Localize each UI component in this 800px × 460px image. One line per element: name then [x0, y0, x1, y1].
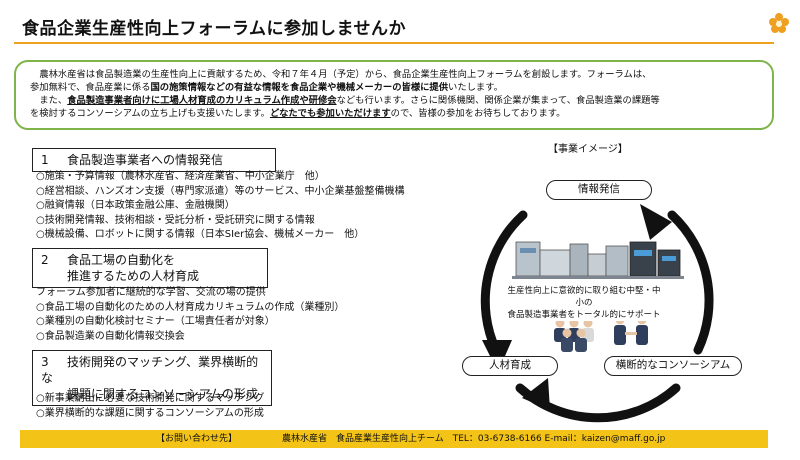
intro-line-1: 農林水産省は食品製造業の生産性向上に貢献するため、令和７年４月（予定）から、食品…	[39, 69, 652, 80]
page-title: 食品企業生産性向上フォーラムに参加しませんか	[22, 19, 406, 39]
factory-machines-icon	[512, 241, 684, 279]
list-item: ○技術開発情報、技術相談・受託分析・受託研究に関する情報	[36, 214, 315, 226]
list-item: ○融資情報（日本政策金融公庫、金融機関）	[36, 200, 235, 211]
node-information: 情報発信	[546, 180, 652, 200]
list-item: ○新事業創出に必要な技術開発に関するマッチング	[36, 393, 265, 404]
ring-arc-right	[667, 210, 714, 355]
arrow-head-icon	[640, 204, 672, 240]
node-training: 人材育成	[462, 356, 558, 376]
list-item: ○施策・予算情報（農林水産省、経済産業省、中小企業庁 他）	[36, 171, 325, 182]
list-item: ○経営相談、ハンズオン支援（専門家派遣）等のサービス、中小企業基盤整備機構	[36, 185, 405, 197]
contact-label: 【お問い合わせ先】	[156, 434, 238, 444]
arrow-head-icon	[522, 378, 550, 410]
list-item: ○食品製造業の自動化情報交換会	[36, 330, 185, 342]
list-item: ○食品工場の自動化のための人材育成カリキュラムの作成（業種別）	[36, 301, 345, 313]
list-item: ○機械設備、ロボットに関する情報（日本SIer協会、機械メーカー 他）	[36, 229, 365, 240]
section-1-items: ○施策・予算情報（農林水産省、経済産業省、中小企業庁 他） ○経営相談、ハンズオ…	[36, 170, 405, 243]
intro-line-2: 参加無料で、食品産業に係る国の施策情報などの有益な情報を食品企業や機械メーカーの…	[30, 82, 503, 93]
section-3-items: ○新事業創出に必要な技術開発に関するマッチング ○業界横断的な課題に関するコンソ…	[36, 392, 264, 421]
list-item: フォーラム参加者に継続的な学習、交流の場の提供	[36, 287, 266, 298]
intro-box: 農林水産省は食品製造業の生産性向上に貢献するため、令和７年４月（予定）から、食品…	[14, 60, 774, 130]
title-underline	[14, 42, 774, 44]
list-item: ○業界横断的な課題に関するコンソーシアムの形成	[36, 407, 264, 419]
center-note: 生産性向上に意欲的に取り組む中堅・中小の 食品製造事業者をトータル的にサポート	[504, 285, 664, 321]
list-item: ○業種別の自動化検討セミナー（工場責任者が対象）	[36, 316, 275, 327]
intro-line-4: を検討するコンソーシアムの立ち上げも支援いたします。どなたでも参加いただけますの…	[30, 108, 566, 119]
contact-text: 農林水産省 食品産業生産性向上チーム TEL：03-6738-6166 E-ma…	[282, 434, 666, 444]
intro-line-3: また、食品製造事業者向けに工場人材育成のカリキュラム作成や研修会なども行います。…	[39, 95, 660, 106]
flower-logo-icon	[769, 13, 789, 33]
node-consortium: 横断的なコンソーシアム	[604, 356, 742, 376]
ring-arc-left	[480, 210, 528, 355]
diagram-label: 【事業イメージ】	[548, 144, 628, 155]
section-2-items: フォーラム参加者に継続的な学習、交流の場の提供 ○食品工場の自動化のための人材育…	[36, 286, 344, 344]
contact-footer: 【お問い合わせ先】 農林水産省 食品産業生産性向上チーム TEL：03-6738…	[20, 430, 768, 448]
